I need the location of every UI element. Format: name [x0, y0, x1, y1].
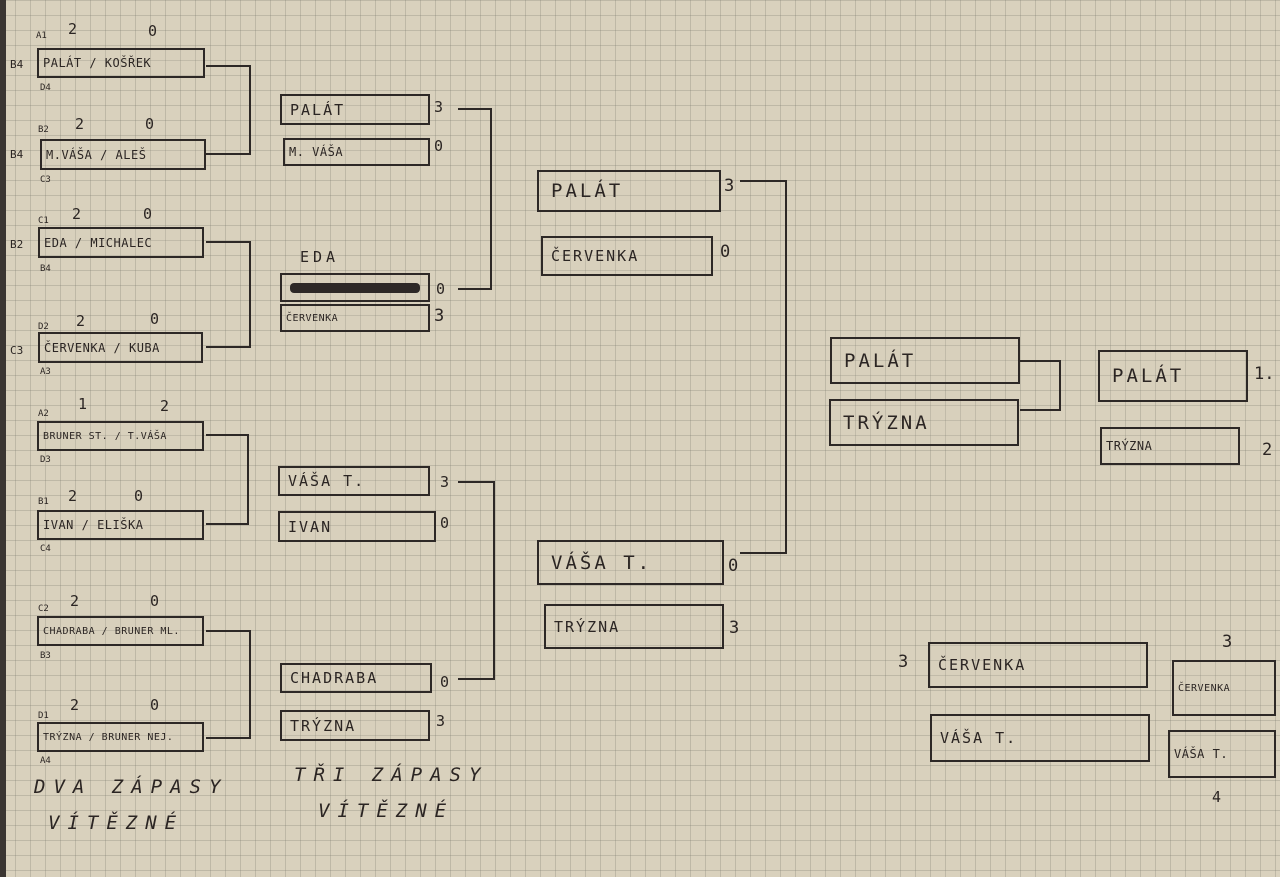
- team-box: PALÁT: [830, 337, 1020, 384]
- match-score: 3: [434, 306, 445, 326]
- slot-label: B2: [38, 125, 49, 135]
- slot-label: B4: [40, 264, 51, 274]
- team-box: PALÁT: [280, 94, 430, 125]
- team-box: VÁŠA T.: [537, 540, 724, 585]
- note-text: DVA ZÁPASY: [34, 776, 229, 798]
- team-box: TRÝZNA / BRUNER NEJ.: [37, 722, 204, 752]
- rank-number: 1.: [1254, 364, 1275, 384]
- match-score: 0: [436, 280, 446, 298]
- bracket-line: [740, 180, 787, 554]
- set-score: 1: [78, 395, 88, 413]
- result-box: TRÝZNA: [1100, 427, 1240, 465]
- note-text: VÍTĚZNÉ: [48, 812, 185, 834]
- match-score: 3: [434, 98, 444, 116]
- set-score: 2: [70, 696, 80, 714]
- match-score: 0: [434, 137, 444, 155]
- slot-label: C3: [40, 175, 51, 185]
- team-box: PALÁT: [537, 170, 721, 212]
- team-box: CHADRABA / BRUNER ML.: [37, 616, 204, 646]
- match-score: 0: [440, 673, 450, 691]
- rank-number: 4: [1212, 788, 1222, 806]
- match-score: 0: [728, 556, 739, 576]
- slot-label: A2: [38, 409, 49, 419]
- set-score: 0: [143, 205, 153, 223]
- seed-label: B2: [10, 238, 24, 251]
- bracket-line: [206, 241, 251, 348]
- winner-name: EDA: [300, 248, 340, 266]
- slot-label: A3: [40, 367, 51, 377]
- team-box: CHADRABA: [280, 663, 432, 693]
- slot-label: D3: [40, 455, 51, 465]
- match-score: 3: [729, 618, 740, 638]
- bracket-line: [1020, 360, 1061, 411]
- team-box: M.VÁŠA / ALEŠ: [40, 139, 206, 170]
- team-box: ČERVENKA / KUBA: [38, 332, 203, 363]
- crossed-out-text: [290, 283, 420, 293]
- set-score: 2: [68, 20, 78, 38]
- set-score: 0: [150, 592, 160, 610]
- team-box: BRUNER ST. / T.VÁŠA: [37, 421, 204, 451]
- match-score: 3: [436, 712, 446, 730]
- team-box: TRÝZNA: [829, 399, 1019, 446]
- seed-label: B4: [10, 148, 24, 161]
- bracket-line: [458, 108, 492, 290]
- result-box: ČERVENKA: [1172, 660, 1276, 716]
- rank-number: 2: [1262, 440, 1273, 460]
- team-box: [280, 273, 430, 302]
- bracket-line: [458, 481, 495, 680]
- team-box: VÁŠA T.: [930, 714, 1150, 762]
- bracket-line: [206, 65, 251, 155]
- set-score: 2: [68, 487, 78, 505]
- set-score: 0: [148, 22, 158, 40]
- slot-label: D1: [38, 711, 49, 721]
- set-score: 0: [150, 310, 160, 328]
- set-score: 0: [150, 696, 160, 714]
- team-box: EDA / MICHALEC: [38, 227, 204, 258]
- slot-label: B3: [40, 651, 51, 661]
- team-box: ČERVENKA: [280, 304, 430, 332]
- slot-label: C4: [40, 544, 51, 554]
- note-text: TŘI ZÁPASY: [294, 764, 489, 786]
- team-box: ČERVENKA: [541, 236, 713, 276]
- slot-label: A4: [40, 756, 51, 766]
- third-place-marker: 3: [898, 652, 909, 672]
- slot-label: B1: [38, 497, 49, 507]
- slot-label: D2: [38, 322, 49, 332]
- rank-number: 3: [1222, 632, 1233, 652]
- seed-label: C3: [10, 344, 24, 357]
- slot-label: C1: [38, 216, 49, 226]
- team-box: PALÁT / KOŠŘEK: [37, 48, 205, 78]
- result-box: PALÁT: [1098, 350, 1248, 402]
- paper-edge: [0, 0, 6, 877]
- team-box: IVAN / ELIŠKA: [37, 510, 204, 540]
- seed-label: B4: [10, 58, 24, 71]
- set-score: 2: [76, 312, 86, 330]
- set-score: 2: [75, 115, 85, 133]
- bracket-line: [206, 630, 251, 739]
- set-score: 2: [160, 397, 170, 415]
- set-score: 0: [134, 487, 144, 505]
- match-score: 3: [440, 473, 450, 491]
- team-box: M. VÁŠA: [283, 138, 430, 166]
- slot-label: A1: [36, 31, 47, 41]
- match-score: 0: [440, 514, 450, 532]
- set-score: 2: [70, 592, 80, 610]
- note-text: VÍTĚZNÉ: [318, 800, 455, 822]
- team-box: VÁŠA T.: [278, 466, 430, 496]
- team-box: IVAN: [278, 511, 436, 542]
- match-score: 3: [724, 176, 735, 196]
- set-score: 2: [72, 205, 82, 223]
- team-box: TRÝZNA: [544, 604, 724, 649]
- set-score: 0: [145, 115, 155, 133]
- result-box: VÁŠA T.: [1168, 730, 1276, 778]
- slot-label: C2: [38, 604, 49, 614]
- slot-label: D4: [40, 83, 51, 93]
- bracket-line: [206, 434, 249, 525]
- team-box: ČERVENKA: [928, 642, 1148, 688]
- match-score: 0: [720, 242, 731, 262]
- team-box: TRÝZNA: [280, 710, 430, 741]
